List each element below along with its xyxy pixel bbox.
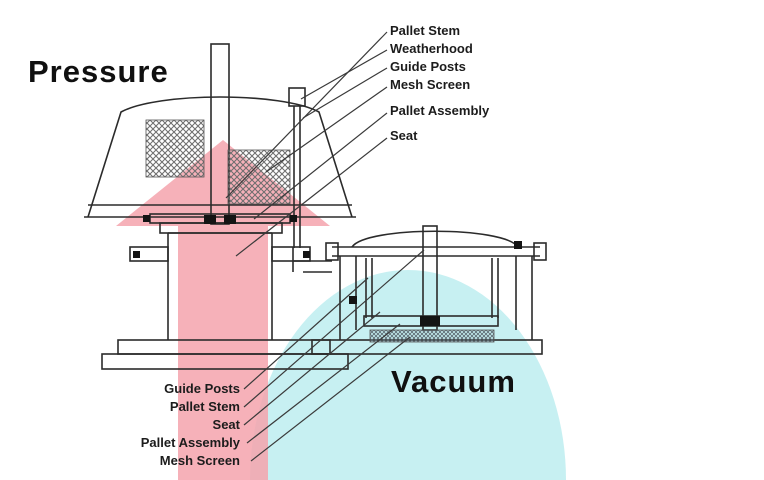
vacuum-plate-tab-right xyxy=(533,242,547,261)
leader-pallet-assembly xyxy=(253,112,388,220)
vacuum-outer-walls xyxy=(339,256,533,340)
leader-pallet-stem-vacuum xyxy=(243,249,425,408)
vacuum-guide-posts xyxy=(365,258,499,318)
vacuum-dome xyxy=(351,230,519,248)
leader-lines xyxy=(225,31,425,462)
label-pallet-stem-pressure: Pallet Stem xyxy=(390,23,461,38)
vacuum-stem-nut xyxy=(420,316,440,326)
stem-nut-right xyxy=(224,215,236,224)
vacuum-inner-walls xyxy=(355,256,517,330)
pressure-valve-drawing xyxy=(84,43,356,370)
mesh-screen-right-patch xyxy=(227,149,291,205)
base-flange-lower xyxy=(101,353,349,370)
label-pallet-assembly-vacuum: Pallet Assembly xyxy=(140,435,240,450)
outlet-elbow xyxy=(292,247,332,273)
mesh-screens xyxy=(145,119,495,343)
leader-seat xyxy=(235,137,388,257)
vacuum-plate-tab-left xyxy=(325,242,339,261)
label-weatherhood: Weatherhood xyxy=(390,41,473,56)
label-guide-posts-vacuum: Guide Posts xyxy=(164,381,240,396)
leader-mesh-screen-vacuum xyxy=(250,336,411,462)
stem-nut-left xyxy=(204,215,216,224)
mesh-screen-left-patch xyxy=(145,119,205,178)
weatherhood-outline xyxy=(87,96,353,218)
vacuum-flow-arrow xyxy=(250,270,566,480)
bolt xyxy=(143,215,150,222)
vacuum-title: Vacuum xyxy=(391,364,516,399)
weatherhood-lip xyxy=(84,204,356,218)
leader-weatherhood xyxy=(300,49,388,100)
leader-seat-vacuum xyxy=(243,311,381,426)
leader-mesh-screen xyxy=(265,86,388,173)
bolt xyxy=(303,251,310,258)
label-pallet-assembly-pressure: Pallet Assembly xyxy=(390,103,490,118)
bolt xyxy=(514,241,522,249)
label-seat-vacuum: Seat xyxy=(212,417,240,432)
pallet-stem-shaft xyxy=(210,43,230,225)
label-pallet-stem-vacuum: Pallet Stem xyxy=(169,399,240,414)
leader-pallet-stem xyxy=(225,31,388,199)
pressure-title: Pressure xyxy=(28,54,169,89)
bolts xyxy=(133,215,522,326)
bolt xyxy=(349,296,357,304)
bolt xyxy=(133,251,140,258)
bolt xyxy=(290,215,297,222)
leader-pallet-assembly-vacuum xyxy=(246,323,401,444)
label-seat-pressure: Seat xyxy=(390,128,418,143)
guide-post-rod xyxy=(293,106,301,248)
leader-guide-posts xyxy=(302,67,388,119)
label-guide-posts-pressure: Guide Posts xyxy=(390,59,466,74)
seat-flange-left xyxy=(129,246,169,262)
label-mesh-screen-pressure: Mesh Screen xyxy=(390,77,471,92)
vacuum-top-plates xyxy=(332,246,540,257)
vacuum-mesh-screen-band xyxy=(369,329,495,343)
label-mesh-screen-vacuum: Mesh Screen xyxy=(159,453,240,468)
leader-guide-posts-vacuum xyxy=(243,277,369,390)
